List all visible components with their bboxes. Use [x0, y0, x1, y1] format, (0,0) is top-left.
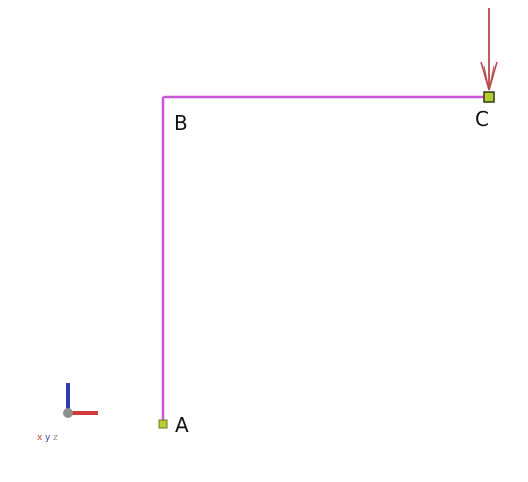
- axis-triad-icon: x y z: [37, 383, 98, 443]
- axis-letter-y: y: [45, 433, 51, 443]
- axis-letter-z: z: [53, 433, 58, 443]
- node-label-a: A: [175, 413, 189, 437]
- support-a[interactable]: [158, 419, 168, 429]
- axis-letter-x: x: [37, 433, 43, 443]
- node-label-b: B: [174, 111, 188, 135]
- node-label-c: C: [475, 107, 489, 131]
- node-c-marker[interactable]: [483, 91, 495, 103]
- load-arrow-icon[interactable]: [480, 8, 498, 91]
